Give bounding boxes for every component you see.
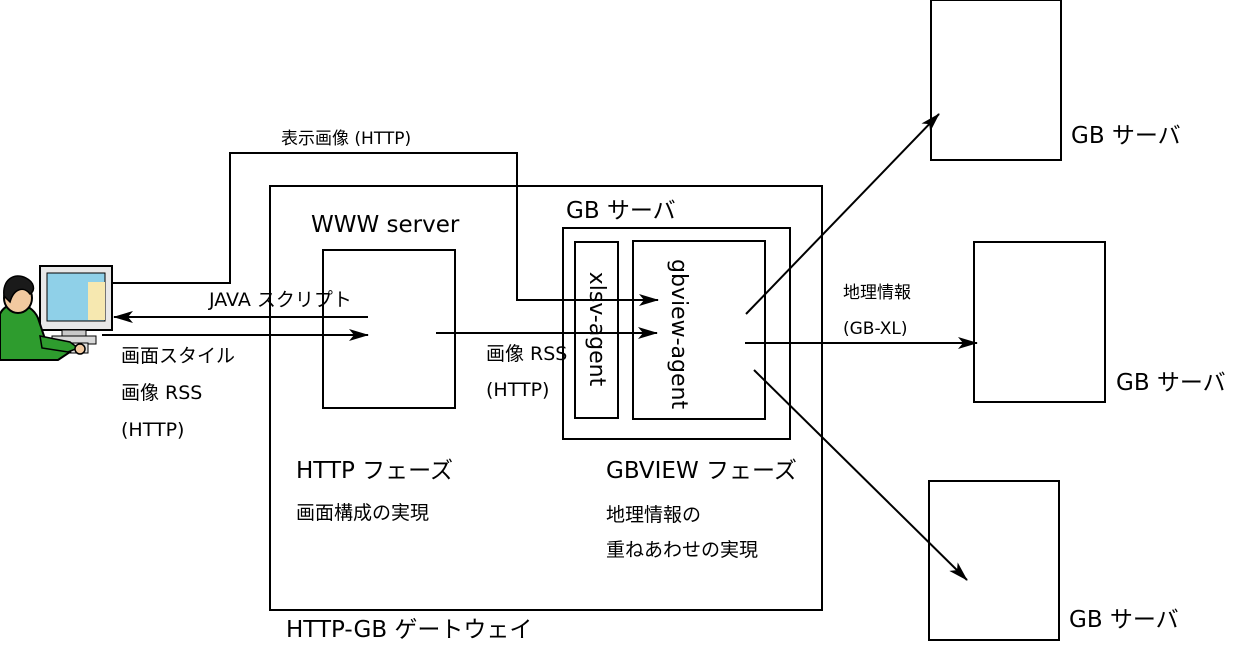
gb-server-mid-label: GB サーバ [1116, 370, 1226, 396]
gbview-phase-desc-1: 地理情報の [606, 504, 702, 526]
arrow-to-gb-top [745, 113, 940, 315]
gb-server-top-label: GB サーバ [1071, 123, 1181, 149]
gb-server-bottom-label: GB サーバ [1069, 607, 1179, 633]
http-phase-desc: 画面構成の実現 [296, 502, 430, 524]
screen-style-label: 画面スタイル [121, 345, 236, 367]
gbview-agent-label: gbview-agent [666, 259, 691, 410]
gbview-phase-label: GBVIEW フェーズ [606, 458, 797, 484]
http-phase-label: HTTP フェーズ [296, 458, 454, 484]
geo-info-label: 地理情報 [843, 283, 911, 303]
gbview-phase-desc-2: 重ねあわせの実現 [606, 539, 759, 561]
user-at-computer-icon [0, 265, 113, 361]
gb-server-mid-box [973, 241, 1106, 403]
gateway-box [269, 185, 823, 611]
gb-server-top-box [930, 0, 1062, 161]
http-left-label: (HTTP) [121, 419, 185, 441]
display-image-line [100, 152, 659, 306]
image-rss-mid-label: 画像 RSS [486, 343, 568, 365]
http-mid-label: (HTTP) [486, 379, 550, 401]
java-script-label: JAVA スクリプト [209, 289, 352, 311]
arrow-to-gb-bottom [753, 369, 968, 581]
xlsv-agent-label: xlsv-agent [584, 271, 609, 387]
www-server-label: WWW server [311, 212, 460, 238]
gb-xl-label: (GB-XL) [843, 319, 908, 339]
www-server-box [322, 249, 456, 409]
gateway-label: HTTP-GB ゲートウェイ [286, 617, 533, 643]
xlsv-agent-box [574, 241, 619, 419]
inner-gb-server-label: GB サーバ [566, 198, 676, 224]
display-image-label: 表示画像 (HTTP) [281, 129, 412, 149]
image-rss-left-label: 画像 RSS [121, 382, 203, 404]
gbview-agent-box [632, 240, 766, 420]
gb-server-bottom-box [928, 480, 1060, 641]
